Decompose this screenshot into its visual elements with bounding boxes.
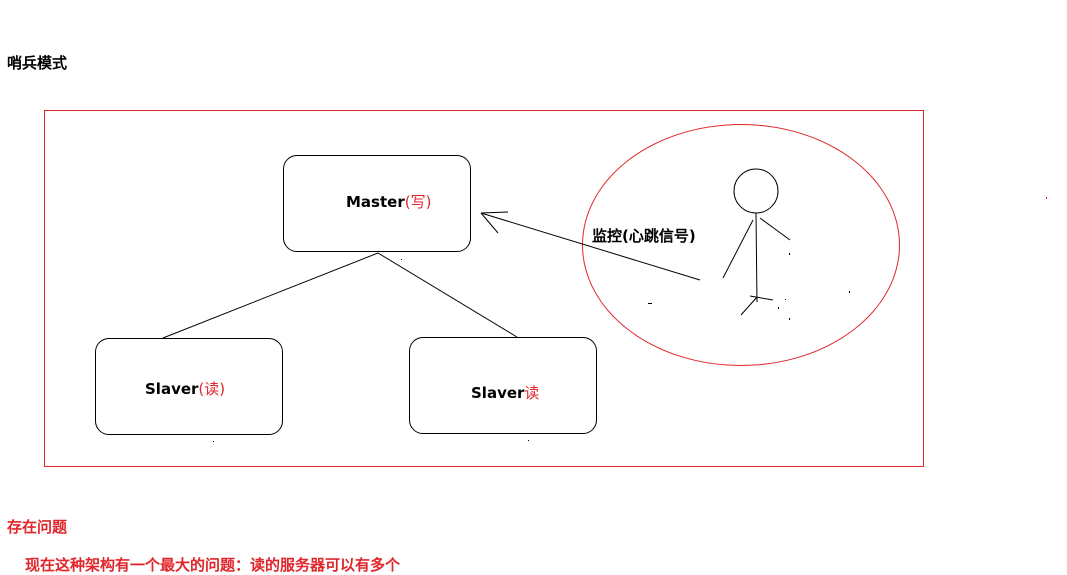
left-slave-name: Slaver	[145, 380, 199, 398]
right-slave-label: Slaver读	[471, 382, 539, 403]
left-slave-node: Slaver(读)	[95, 338, 283, 435]
architecture-frame	[44, 110, 924, 467]
page-title: 哨兵模式	[7, 54, 68, 72]
monitor-arrowhead	[480, 211, 509, 214]
right-slave-role: 读	[524, 384, 540, 402]
monitor-arrow-line	[480, 212, 701, 281]
left-slave-role: (读)	[198, 380, 226, 398]
master-node: Master(写)	[283, 155, 471, 252]
right-slave-name: Slaver	[471, 384, 525, 402]
master-role: (写)	[404, 193, 432, 211]
master-to-right-slave-line	[377, 252, 518, 338]
issues-heading: 存在问题	[7, 518, 68, 536]
master-label: Master(写)	[346, 191, 431, 212]
left-slave-label: Slaver(读)	[145, 378, 225, 399]
master-to-left-slave-line	[162, 252, 379, 339]
sentinel-figure-icon	[722, 168, 791, 316]
right-slave-node: Slaver读	[409, 337, 597, 434]
monitor-label: 监控(心跳信号)	[592, 227, 696, 245]
issues-text: 现在这种架构有一个最大的问题：读的服务器可以有多个	[25, 556, 401, 574]
master-name: Master	[346, 193, 405, 211]
monitor-arrowhead	[480, 212, 499, 234]
sentinel-circle	[582, 124, 900, 366]
stray-marks	[213, 197, 1047, 442]
